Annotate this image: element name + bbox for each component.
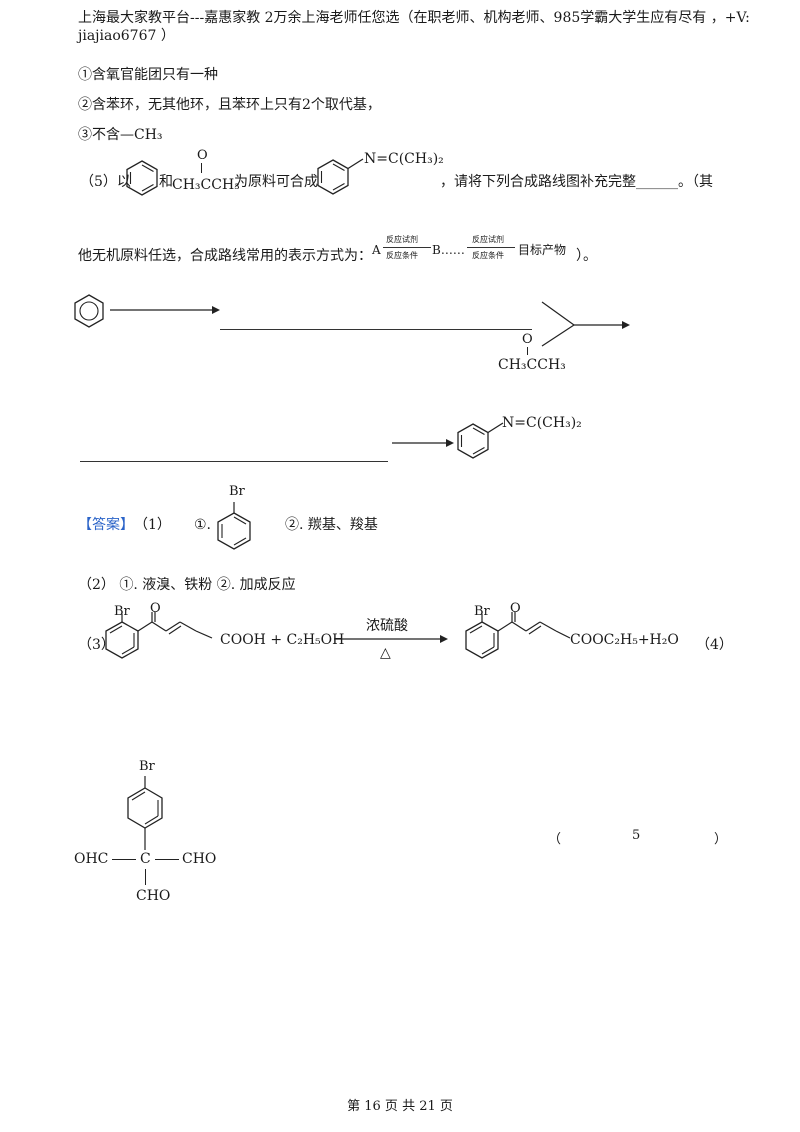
answer-3-oxygen-left: O bbox=[150, 601, 161, 616]
scheme-blank-1[interactable] bbox=[220, 329, 532, 330]
route-legend-b: B…… bbox=[432, 243, 465, 257]
answer-4-bottom-group: CHO bbox=[136, 888, 171, 904]
condition-2: ②含苯环，无其他环，且苯环上只有2个取代基， bbox=[78, 97, 381, 113]
route-legend-reagent-2: 反应试剂 bbox=[472, 235, 504, 244]
answer-5-number: 5 bbox=[632, 828, 641, 843]
answer-1-part-2: ②. 羰基、羧基 bbox=[285, 517, 378, 533]
q5-middle: 为原料可合成 bbox=[234, 174, 318, 190]
scheme-ketone-bond bbox=[527, 347, 529, 355]
answer-4-left-bond bbox=[112, 859, 136, 860]
answer-3-products: COOC₂H₅+H₂O bbox=[570, 632, 679, 648]
answer-5-open: （ bbox=[548, 832, 562, 847]
answer-5-close: ） bbox=[714, 832, 728, 847]
answer-4-left-group: OHC bbox=[74, 851, 109, 867]
scheme-arrow-1 bbox=[110, 306, 220, 314]
page-footer: 第 16 页 共 21 页 bbox=[347, 1099, 453, 1114]
q5-ketone-bond bbox=[201, 163, 203, 173]
answer-3-reactant-structure bbox=[105, 612, 213, 659]
answer-4-aryl-ring bbox=[127, 776, 163, 850]
answer-4-right-group: CHO bbox=[182, 851, 217, 867]
answer-3-oxygen-right: O bbox=[510, 601, 521, 616]
answer-3-reactants: COOH + C₂H₅OH bbox=[220, 632, 345, 648]
scheme-ketone-formula: CH₃CCH₃ bbox=[498, 357, 566, 373]
q5-line-2-end: ）。 bbox=[576, 248, 597, 264]
route-legend-arrow-2 bbox=[467, 247, 515, 248]
answer-3-bromine-left: Br bbox=[114, 604, 130, 619]
header-line-2: jiajiao6767 ） bbox=[78, 28, 175, 44]
condition-1: ①含氧官能团只有一种 bbox=[78, 67, 218, 83]
answer-1-bromine: Br bbox=[229, 484, 245, 499]
answer-3-product-structure bbox=[465, 612, 571, 659]
benzene-icon bbox=[126, 160, 158, 196]
q5-product-group: N=C(CH₃)₂ bbox=[364, 151, 444, 167]
q5-line-2: 他无机原料任选，合成路线常用的表示方式为： bbox=[78, 248, 372, 264]
route-legend-a: A bbox=[372, 243, 381, 257]
answer-tag: 【答案】 bbox=[78, 517, 134, 533]
header-line-1: 上海最大家教平台---嘉惠家教 2万余上海老师任您选（在职老师、机构老师、985… bbox=[78, 10, 750, 26]
answer-3-condition-bottom: △ bbox=[380, 645, 391, 661]
scheme-arrow-2 bbox=[392, 439, 454, 447]
answer-3-arrow bbox=[334, 635, 448, 643]
scheme-product-icon bbox=[457, 422, 504, 459]
answer-4-right-bond bbox=[155, 859, 179, 860]
condition-3: ③不含—CH₃ bbox=[78, 127, 163, 143]
answer-4-number: （4） bbox=[696, 637, 733, 653]
route-legend-condition-1: 反应条件 bbox=[386, 251, 418, 260]
scheme-product-group: N=C(CH₃)₂ bbox=[502, 415, 582, 431]
route-legend-condition-2: 反应条件 bbox=[472, 251, 504, 260]
bromobenzene-icon bbox=[217, 502, 251, 550]
q5-prefix: （5）以 bbox=[80, 174, 131, 190]
q5-suffix: ，请将下列合成路线图补充完整______。（其 bbox=[440, 174, 713, 190]
answer-1-part-1: ①. bbox=[194, 517, 212, 533]
route-legend-reagent-1: 反应试剂 bbox=[386, 235, 418, 244]
answer-4-center-carbon: C bbox=[140, 851, 151, 867]
answer-3-bromine-right: Br bbox=[474, 604, 490, 619]
answer-4-bromine: Br bbox=[139, 759, 155, 774]
answer-2: （2） ①. 液溴、铁粉 ②. 加成反应 bbox=[78, 577, 296, 593]
route-legend-target: 目标产物 bbox=[518, 243, 567, 257]
route-legend: A 反应试剂 反应条件 B…… 反应试剂 反应条件 目标产物 bbox=[372, 234, 582, 266]
answer-3-condition-top: 浓硫酸 bbox=[366, 618, 408, 634]
answer-4-bottom-bond bbox=[145, 869, 147, 885]
answer-1-number: （1） bbox=[134, 517, 171, 533]
scheme-ketone-o: O bbox=[522, 332, 533, 347]
scheme-branch-arrow bbox=[541, 301, 630, 347]
q5-ketone-formula: CH₃CCH₃ bbox=[172, 177, 240, 193]
route-legend-arrow-1 bbox=[383, 247, 431, 248]
q5-ketone-o: O bbox=[197, 148, 208, 163]
scheme-blank-2[interactable] bbox=[80, 461, 388, 462]
product-benzene-icon bbox=[317, 158, 364, 195]
scheme-benzene-icon bbox=[74, 294, 104, 328]
q5-and: 和 bbox=[159, 174, 173, 190]
